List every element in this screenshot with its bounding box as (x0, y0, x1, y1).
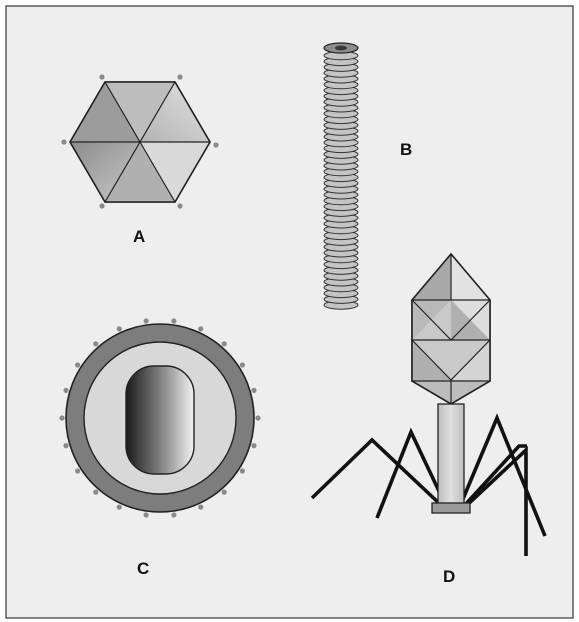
label-c: C (137, 559, 149, 578)
envelope-spike (63, 388, 68, 393)
envelope-spike (144, 512, 149, 517)
envelope-spike (251, 388, 256, 393)
envelope-spike (222, 490, 227, 495)
envelope-spike (240, 362, 245, 367)
helix-core (335, 46, 347, 51)
label-d: D (443, 567, 455, 586)
envelope-spike (93, 341, 98, 346)
envelope-spike (144, 318, 149, 323)
envelope-spike (255, 415, 260, 420)
envelope-spike (198, 505, 203, 510)
envelope-spike (222, 341, 227, 346)
label-a: A (133, 227, 145, 246)
label-b: B (400, 140, 412, 159)
envelope-spike (240, 468, 245, 473)
envelope-spike (75, 468, 80, 473)
envelope-spike (59, 415, 64, 420)
envelope-spike (198, 326, 203, 331)
envelope-spike (117, 326, 122, 331)
envelope-spike (63, 443, 68, 448)
envelope-spike (117, 505, 122, 510)
envelope-spike (75, 362, 80, 367)
envelope-spike (93, 490, 98, 495)
envelope-spike (171, 512, 176, 517)
helical-virus (324, 43, 358, 309)
envelope-spike (171, 318, 176, 323)
envelope-spike (251, 443, 256, 448)
